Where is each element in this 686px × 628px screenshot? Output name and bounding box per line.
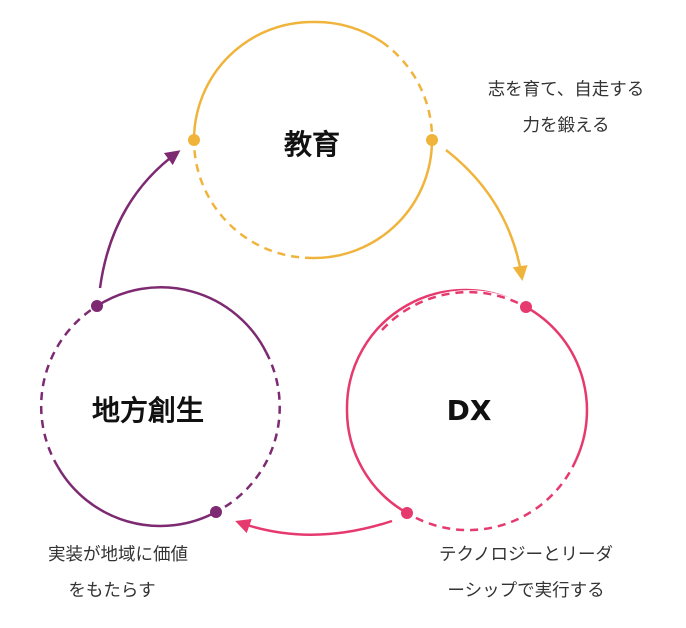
education-dot-left (188, 134, 200, 146)
regional-circle-solid-arc-top (96, 286, 268, 353)
regional-circle-solid-arc-bottom (56, 466, 217, 528)
education-circle-dashed-arc (381, 40, 434, 141)
arrow-regional-to-education (98, 150, 181, 289)
regional-dot-top (91, 300, 103, 312)
dx-caption: テクノロジーとリーダ ーシップで実行する (439, 545, 613, 601)
dx-label: DX (447, 394, 492, 427)
education-circle-dashed-arc-lower (192, 139, 314, 260)
dx-dot-top (520, 301, 532, 313)
regional-dot-bottom (210, 506, 222, 518)
education-node: 教育 (188, 20, 438, 260)
dx-caption-line-2: ーシップで実行する (447, 581, 604, 601)
regional-circle-dashed-arc-right (215, 351, 281, 514)
education-circle-solid-arc-lower (312, 139, 434, 260)
arrow-education-to-dx (445, 149, 528, 281)
dx-caption-line-1: テクノロジーとリーダ (439, 545, 613, 565)
regional-caption: 実装が地域に価値 をもたらす (48, 545, 188, 601)
education-caption-line-2: 力を鍛える (523, 116, 610, 136)
education-label: 教育 (284, 128, 340, 161)
dx-circle-solid-arc-right (525, 305, 589, 461)
dx-circle-dashed-arc (345, 288, 527, 515)
education-caption-line-1: 志を育て、自走する (488, 80, 645, 100)
education-dot-right (426, 134, 438, 146)
education-caption: 志を育て、自走する 力を鍛える (488, 80, 645, 136)
regional-caption-line-2: をもたらす (68, 581, 155, 601)
dx-node: DX (345, 288, 589, 532)
regional-circle-dashed-arc-left (39, 304, 98, 468)
education-circle-solid-arc (192, 20, 383, 141)
regional-label: 地方創生 (92, 394, 204, 427)
arrow-dx-to-regional (235, 519, 393, 536)
regional-caption-line-1: 実装が地域に価値 (48, 545, 188, 565)
dx-dot-bottom (401, 507, 413, 519)
dx-circle-dashed-arc-bottom (406, 459, 578, 532)
dx-circle-dashed-arc-top-dash (381, 290, 527, 331)
regional-node: 地方創生 (39, 286, 281, 528)
